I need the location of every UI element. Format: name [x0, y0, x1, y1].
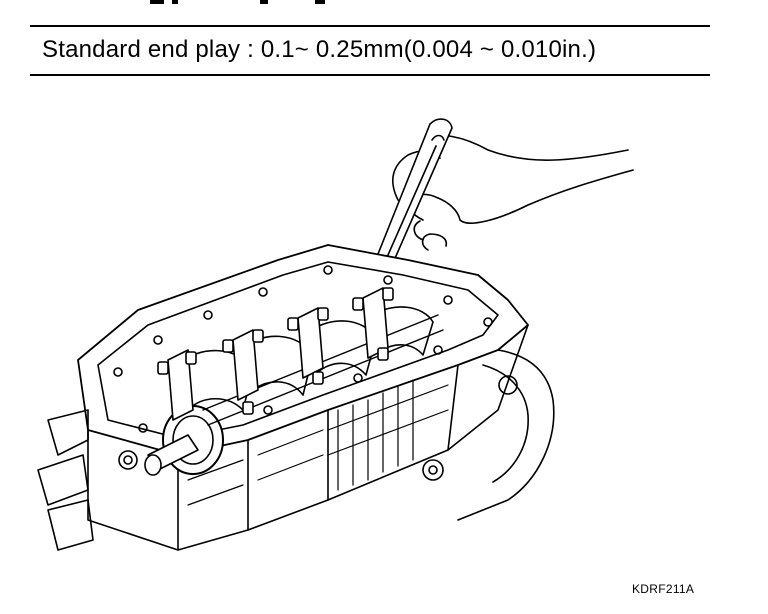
block-ribbing [187, 379, 449, 506]
main-bearing-caps [167, 287, 389, 421]
figure-code: KDRF211A [632, 582, 695, 596]
engine-block-illustration [37, 118, 634, 551]
standard-end-play-spec: Standard end play : 0.1~ 0.25mm(0.004 ~ … [42, 36, 597, 63]
hand-drawing [392, 134, 634, 251]
top-rule [30, 25, 710, 27]
bottom-rule [30, 74, 710, 76]
cropped-heading-remnant [110, 0, 350, 6]
deck-bolt-holes [113, 265, 493, 433]
engine-block [37, 244, 555, 551]
cap-bolts [157, 287, 394, 415]
